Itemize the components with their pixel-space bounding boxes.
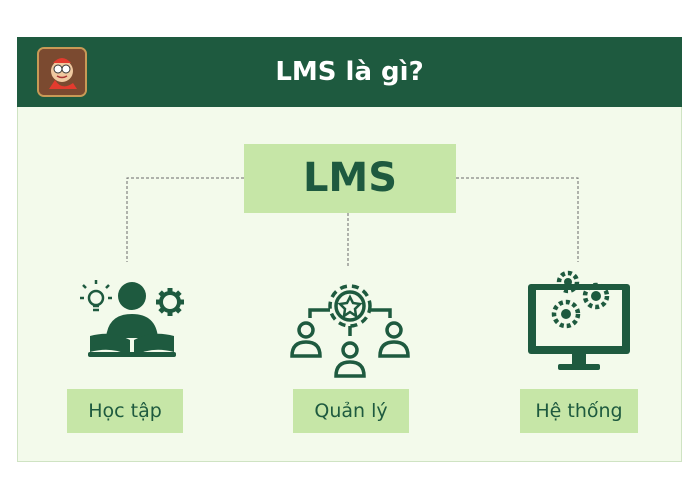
page-title: LMS là gì? (275, 57, 424, 87)
brand-logo (37, 47, 87, 97)
item-box-he-thong (520, 389, 638, 433)
item-label-he-thong: Hệ thống (535, 400, 623, 422)
item-box-hoc-tap (67, 389, 183, 433)
item-label-quan-ly: Quản lý (314, 400, 388, 422)
reader-learning-icon (78, 276, 186, 366)
center-node-label: LMS (302, 155, 398, 201)
header-bar (17, 37, 682, 107)
monitor-gears-icon (526, 268, 632, 378)
management-network-icon (288, 278, 412, 382)
center-node (244, 144, 456, 213)
item-label-hoc-tap: Học tập (88, 400, 162, 422)
item-box-quan-ly (293, 389, 409, 433)
